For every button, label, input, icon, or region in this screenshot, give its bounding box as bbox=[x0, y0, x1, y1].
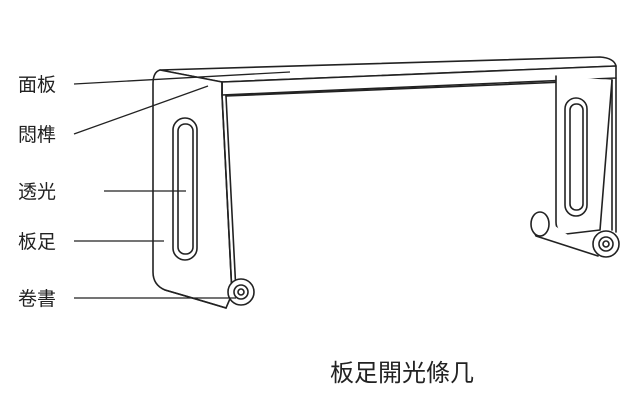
label-panel: 面板 bbox=[18, 74, 56, 96]
right-cutout-inner bbox=[569, 103, 584, 211]
label-scroll: 卷書 bbox=[18, 288, 56, 310]
label-cutout: 透光 bbox=[18, 181, 56, 203]
label-mortise: 悶榫 bbox=[18, 124, 56, 146]
label-leg: 板足 bbox=[18, 231, 56, 253]
right-scroll-foot bbox=[530, 211, 620, 258]
table-top-panel bbox=[159, 56, 617, 97]
diagram-caption: 板足開光條几 bbox=[330, 359, 474, 387]
left-cutout-inner bbox=[177, 123, 194, 255]
leader-line-mortise bbox=[73, 85, 209, 135]
left-cutout bbox=[172, 117, 198, 261]
leader-line-panel bbox=[73, 71, 291, 85]
